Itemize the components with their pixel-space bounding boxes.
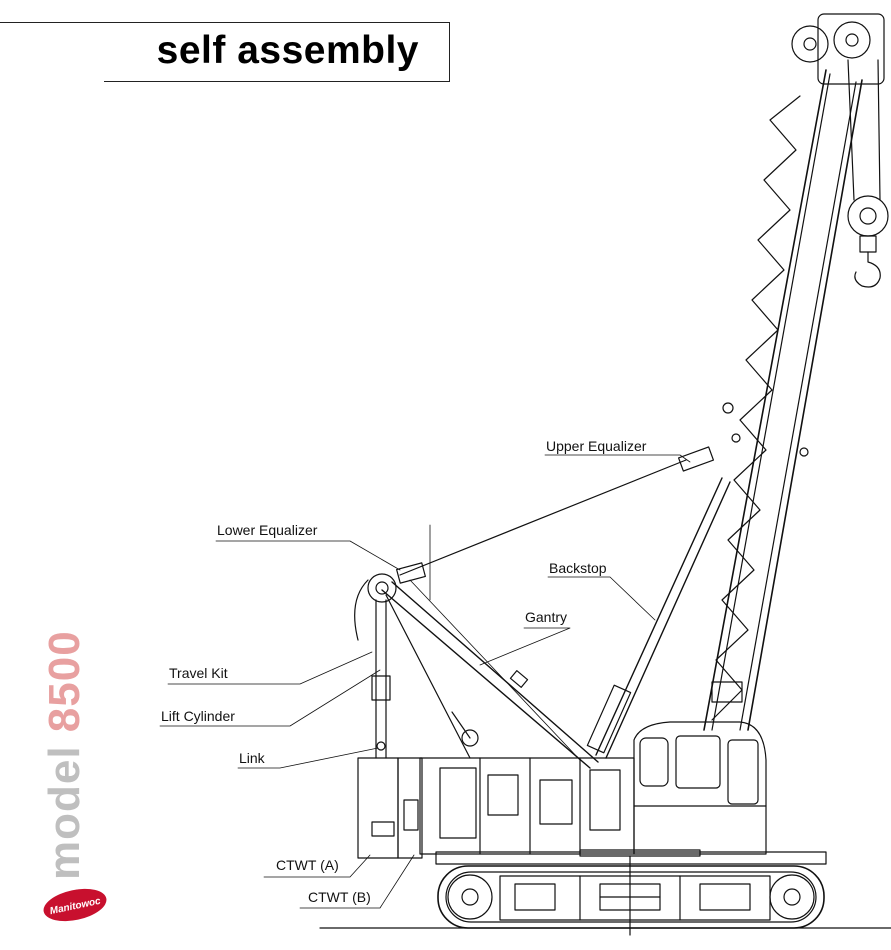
upper-equalizer [677, 446, 715, 472]
label-travel-kit: Travel Kit [169, 665, 228, 681]
label-ctwt-a: CTWT (A) [276, 857, 339, 873]
pendant-line [399, 459, 687, 576]
label-lift-cylinder: Lift Cylinder [161, 708, 235, 724]
model-number: 8500 [40, 630, 89, 733]
hook-block [847, 195, 889, 288]
model-label: model 8500 [40, 630, 90, 880]
label-backstop: Backstop [549, 560, 607, 576]
label-gantry: Gantry [525, 609, 568, 625]
label-upper-equalizer: Upper Equalizer [546, 438, 647, 454]
leader-lines [159, 454, 691, 909]
crawler-track [437, 855, 825, 936]
boom [703, 69, 863, 731]
boom-tip [791, 13, 885, 201]
label-link: Link [239, 750, 265, 766]
counterweight-b [397, 757, 423, 859]
gantry [381, 581, 599, 769]
backstop [586, 477, 731, 759]
upper-works [419, 757, 635, 855]
lift-cylinder [371, 599, 391, 759]
counterweight-a [357, 757, 399, 859]
lower-equalizer [354, 562, 426, 641]
page-title: self assembly [156, 29, 419, 72]
model-word: model [40, 745, 89, 880]
label-ctwt-b: CTWT (B) [308, 889, 371, 905]
label-lower-equalizer: Lower Equalizer [217, 522, 318, 538]
title-box: self assembly [0, 22, 450, 82]
operator-cab [633, 721, 767, 855]
manitowoc-logo: Manitowoc [43, 888, 107, 922]
carbody [435, 851, 827, 865]
